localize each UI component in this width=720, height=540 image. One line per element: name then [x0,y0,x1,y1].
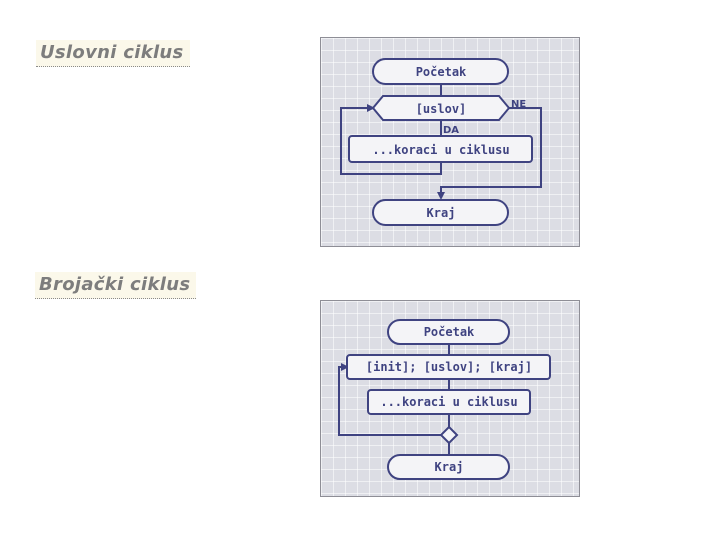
edge-loop-back [340,104,442,175]
node-condition [371,95,511,121]
node-body [367,389,531,415]
node-end-label: Kraj [435,460,464,474]
heading-brojacki-ciklus: Brojački ciklus [35,272,197,299]
node-header [346,354,551,380]
label-ne: NE [511,99,526,110]
edge-loop-back [338,363,441,436]
heading-uslovni-ciklus: Uslovni ciklus [36,40,190,67]
node-body [348,135,533,163]
node-start-label: Početak [416,65,467,79]
node-header-label: [init]; [uslov]; [kraj] [366,360,532,374]
node-end [387,454,510,480]
flowchart-brojacki-ciklus: Početak [init]; [uslov]; [kraj] ...korac… [320,300,580,497]
node-condition-label: [uslov] [416,102,467,116]
flowchart-brojacki-svg: Početak [init]; [uslov]; [kraj] ...korac… [338,319,551,480]
node-body-label: ...koraci u ciklusu [372,143,509,157]
node-start-label: Početak [424,325,475,339]
node-end-label: Kraj [427,206,456,220]
node-start [372,58,509,85]
node-end [372,199,509,226]
node-merge-diamond [439,425,459,445]
label-da: DA [443,125,459,136]
edge-exit-no [437,107,542,200]
node-start [387,319,510,345]
node-body-label: ...koraci u ciklusu [380,395,517,409]
flowchart-uslovni-ciklus: Početak [uslov] ...koraci u ciklusu Kraj… [320,37,580,247]
flowchart-uslovni-svg: Početak [uslov] ...koraci u ciklusu Kraj… [340,58,542,226]
